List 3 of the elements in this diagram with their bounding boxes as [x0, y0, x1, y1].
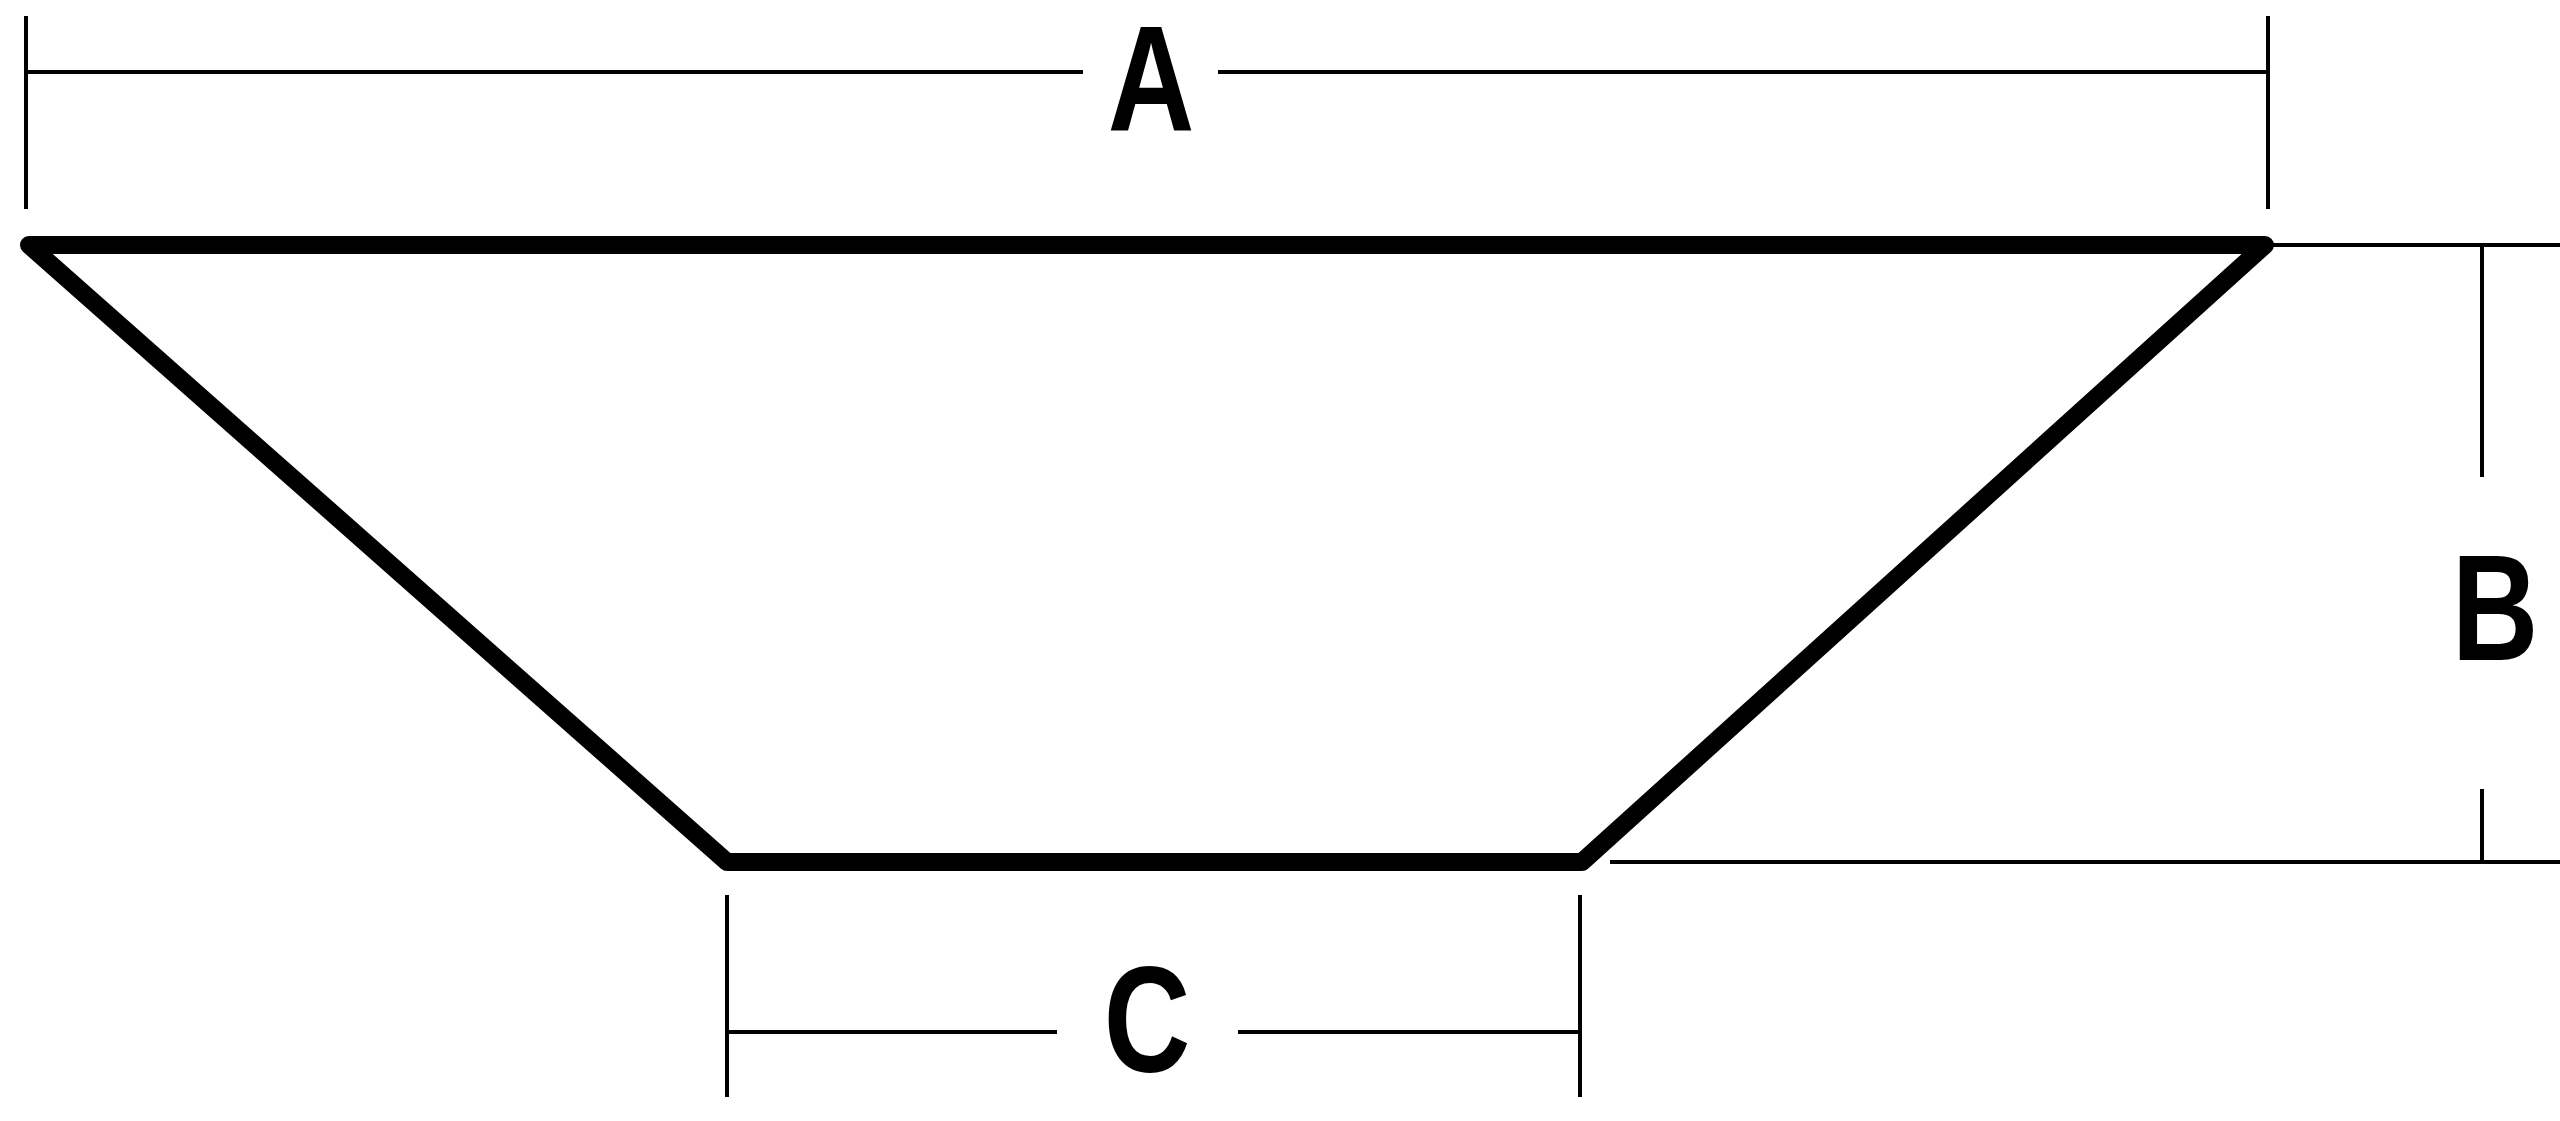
dimension-label: B	[2451, 533, 2539, 683]
dimension-label: C	[1103, 945, 1191, 1095]
dimension-label: A	[1107, 3, 1195, 153]
